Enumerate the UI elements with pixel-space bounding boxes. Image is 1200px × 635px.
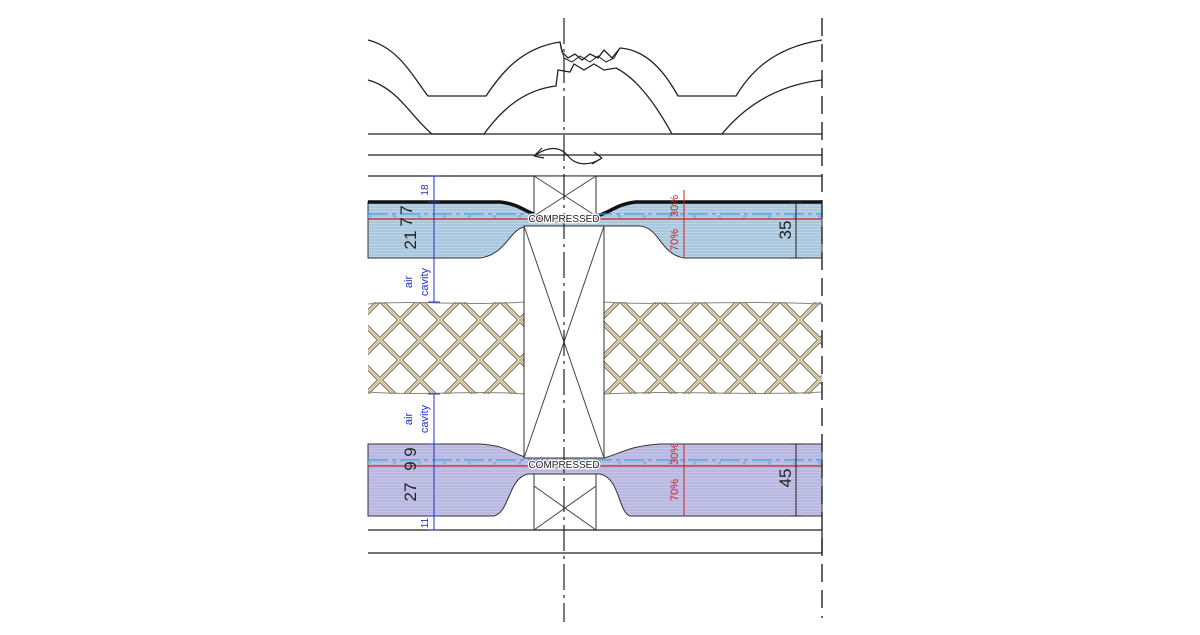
air-cavity-top-2: cavity: [419, 267, 431, 296]
tile-interlock: [559, 41, 621, 63]
dim-bot-27: 27: [401, 483, 420, 502]
dim-top-21: 21: [401, 231, 420, 250]
dim-bot-11: 11: [420, 517, 431, 528]
dim-bot-9b: 9: [401, 461, 420, 470]
dim-bot-30pct: 30%: [669, 443, 681, 465]
air-cavity-top-1: air: [403, 276, 415, 289]
dim-bot-70pct: 70%: [669, 479, 681, 501]
dim-top-35: 35: [776, 221, 795, 240]
dim-bot-9a: 9: [401, 447, 420, 456]
air-cavity-bottom-1: air: [403, 413, 415, 426]
inner-fibreboard-layer: [367, 443, 823, 517]
dim-top-30pct: 30%: [669, 195, 681, 217]
dim-top-70pct: 70%: [669, 229, 681, 251]
right-dimensions: 30% 70% 35 30% 70% 45: [669, 190, 802, 517]
dim-top-7a: 7: [397, 205, 416, 214]
compressed-label-top: COMPRESSED: [528, 214, 599, 225]
dim-top-7b: 7: [397, 217, 416, 226]
batten: [368, 154, 822, 177]
left-dimension-chain: [428, 175, 440, 531]
dim-top-18: 18: [420, 184, 431, 196]
dim-bot-45: 45: [776, 469, 795, 488]
insulation-layer: [367, 301, 823, 395]
air-cavity-bottom-2: cavity: [419, 404, 431, 433]
compressed-label-bottom: COMPRESSED: [528, 460, 599, 471]
rotation-arrow-icon: [533, 147, 603, 165]
bottom-lining: [368, 529, 823, 554]
tile-inner-profile: [367, 63, 823, 135]
roof-tiles: [367, 39, 823, 135]
tile-outer-profile: [367, 39, 823, 97]
left-dimension-labels: 18 7 7 21 air cavity air cavity 9 9 27 1…: [397, 184, 431, 528]
